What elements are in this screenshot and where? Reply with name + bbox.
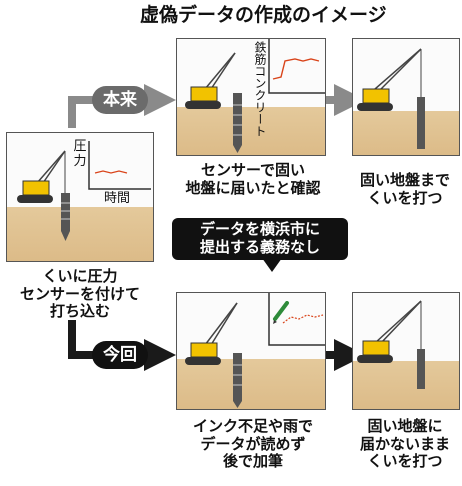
machine-body bbox=[362, 88, 390, 104]
caption-proper-drive: 固い地盤まで くいを打つ bbox=[359, 171, 450, 207]
badge-current: 今回 bbox=[92, 341, 148, 369]
pile bbox=[233, 353, 242, 401]
callout-box: データを横浜市に 提出する義務なし bbox=[172, 218, 348, 260]
callout-tail bbox=[262, 258, 282, 272]
rebar-label: 鉄筋コンクリート bbox=[253, 41, 267, 137]
panel-proper-check: 鉄筋コンクリート bbox=[176, 38, 326, 156]
ground bbox=[353, 111, 459, 155]
axis-label-pressure: 圧力 bbox=[73, 139, 87, 170]
machine-body bbox=[362, 340, 390, 356]
panel-proper-drive bbox=[352, 38, 460, 156]
pile-driver-scene bbox=[185, 39, 325, 153]
ground bbox=[353, 361, 459, 409]
pile-driver-scene bbox=[357, 300, 425, 389]
pen-icon bbox=[273, 301, 289, 324]
machine-body bbox=[22, 180, 50, 196]
graph-axes bbox=[88, 141, 151, 190]
graph-axes bbox=[268, 293, 325, 346]
graph-trace bbox=[282, 314, 324, 324]
graph-axes bbox=[268, 39, 325, 94]
caption-fake-add: インク不足や雨で データが読めず 後で加筆 bbox=[192, 417, 313, 471]
pile bbox=[417, 97, 425, 149]
caption-proper-check: センサーで固い 地盤に届いたと確認 bbox=[185, 161, 321, 197]
axis-label-time: 時間 bbox=[103, 191, 130, 206]
panel-start: 圧力 時間 bbox=[6, 132, 154, 262]
caption-start: くいに圧力 センサーを付けて 打ち込む bbox=[19, 267, 140, 321]
caption-fake-drive: 固い地盤に 届かないまま くいを打つ bbox=[359, 417, 450, 471]
diagram-title: 虚偽データの作成のイメージ bbox=[140, 4, 387, 26]
pile bbox=[61, 193, 70, 231]
graph-trace bbox=[94, 170, 128, 174]
callout-text: データを横浜市に 提出する義務なし bbox=[199, 220, 320, 256]
ground bbox=[7, 207, 153, 261]
panel-current-drive bbox=[352, 292, 460, 410]
graph-trace bbox=[272, 58, 320, 80]
machine-body bbox=[190, 86, 218, 102]
panel-current-fake bbox=[176, 292, 326, 410]
pile-driver-scene bbox=[357, 48, 425, 149]
pile-driver-scene bbox=[185, 293, 325, 408]
badge-proper: 本来 bbox=[92, 86, 148, 114]
pile bbox=[233, 93, 242, 145]
machine-body bbox=[190, 342, 218, 358]
ground bbox=[177, 359, 325, 409]
ground bbox=[177, 107, 325, 155]
pile-driver-scene bbox=[17, 141, 151, 241]
pile bbox=[417, 349, 425, 389]
